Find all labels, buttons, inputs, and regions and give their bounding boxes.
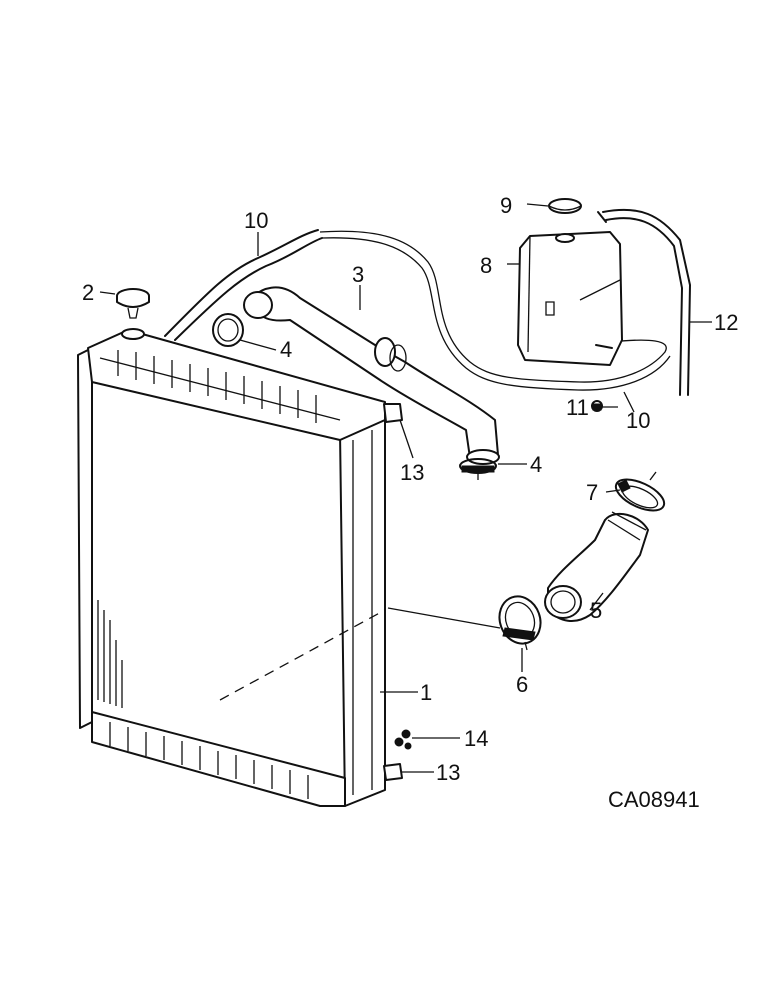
callout-7: 7 (586, 480, 598, 505)
callout-10-left: 10 (244, 208, 268, 233)
lower-hose (544, 511, 649, 622)
callout-2: 2 (82, 280, 94, 305)
callout-10-right: 10 (626, 408, 650, 433)
callout-13-top: 13 (400, 460, 424, 485)
callout-5: 5 (590, 598, 602, 623)
callout-11: 11 (566, 395, 589, 420)
hose-clamp-upper (212, 313, 244, 347)
hose-clamp-lower (459, 458, 497, 480)
callout-9: 9 (500, 193, 512, 218)
radiator (77, 328, 386, 807)
callout-14: 14 (464, 726, 488, 751)
diagram-id: CA08941 (608, 787, 700, 812)
callout-4-upper: 4 (280, 337, 292, 362)
callout-13-bottom: 13 (436, 760, 460, 785)
overflow-hose (164, 229, 671, 391)
callout-4-lower: 4 (530, 452, 542, 477)
mounting-bracket-top (383, 403, 403, 423)
callout-3: 3 (352, 262, 364, 287)
hose-clamp-bottom-lower-hose (498, 595, 542, 651)
vent-hose (597, 208, 691, 396)
radiator-cap (116, 288, 150, 319)
expansion-tank (517, 231, 623, 366)
hose-clamp-top-lower-hose (614, 471, 666, 512)
tank-cap (548, 198, 582, 214)
callout-1: 1 (420, 680, 432, 705)
bolt (394, 729, 412, 750)
callout-8: 8 (480, 253, 492, 278)
outlet-leader-line (387, 607, 501, 629)
callout-leaders (99, 203, 712, 773)
callout-6: 6 (516, 672, 528, 697)
mounting-bracket-bottom (383, 763, 403, 781)
callout-12: 12 (714, 310, 738, 335)
hose-clip (591, 400, 603, 412)
